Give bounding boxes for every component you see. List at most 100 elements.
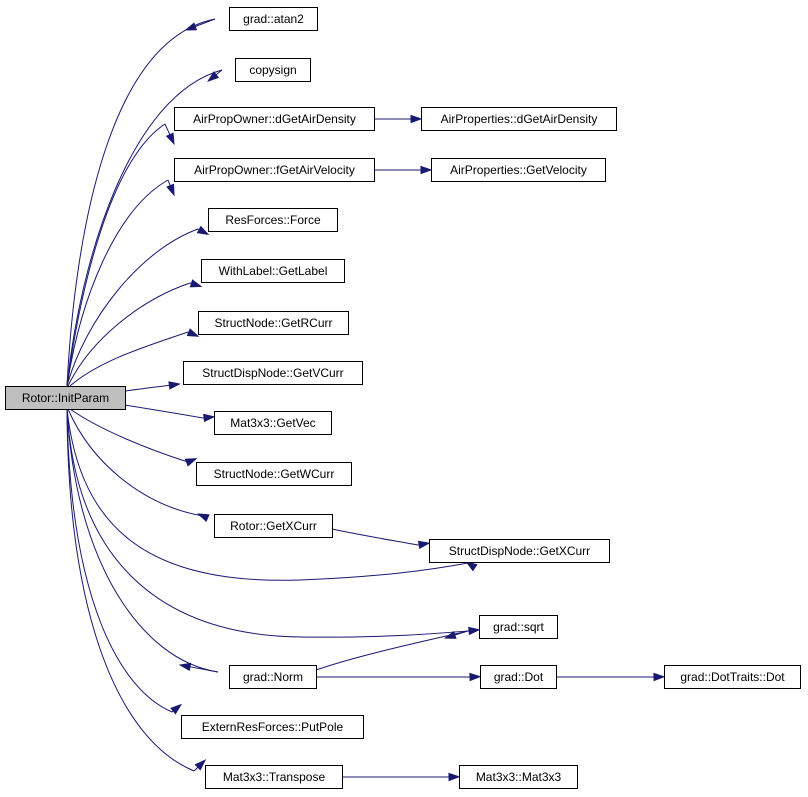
node-label: StructNode::GetWCurr: [214, 467, 335, 481]
edges-layer: [66, 18, 666, 782]
node-label: AirProperties::dGetAirDensity: [441, 112, 598, 126]
node-box: [229, 7, 318, 31]
arrowhead-icon: [468, 626, 481, 636]
node-box: [196, 462, 352, 486]
edge-line: [69, 331, 189, 387]
node-label: AirPropOwner::fGetAirVelocity: [194, 163, 355, 177]
node-dottraits-dot[interactable]: grad::DotTraits::Dot: [664, 665, 801, 689]
edge-root-to-transpose: [66, 408, 207, 772]
arrowhead-icon: [186, 328, 200, 337]
node-mat3x3[interactable]: Mat3x3::Mat3x3: [459, 765, 578, 789]
node-box: [205, 765, 343, 789]
arrowhead-icon: [184, 22, 198, 31]
node-label: WithLabel::GetLabel: [219, 264, 328, 278]
edge-root-to-force: [66, 225, 210, 387]
arrowhead-icon: [443, 630, 457, 639]
arrowhead-icon: [417, 540, 431, 550]
edge-root-to-fGetAirVelocity: [66, 179, 175, 387]
node-box: [480, 665, 557, 689]
edge-connector: [167, 179, 171, 186]
node-box: [201, 259, 345, 283]
node-box: [421, 107, 617, 131]
edge-line: [124, 404, 204, 419]
node-label: Mat3x3::Mat3x3: [476, 770, 562, 784]
arrowhead-icon: [410, 114, 423, 124]
node-copysign[interactable]: copysign: [235, 58, 311, 82]
node-getwcurr[interactable]: StructNode::GetWCurr: [196, 462, 352, 486]
arrowhead-icon: [166, 183, 175, 197]
arrowhead-icon: [168, 381, 181, 390]
edge-connector: [454, 630, 469, 636]
node-root: Rotor::InitParam: [5, 386, 126, 410]
node-label: Rotor::InitParam: [22, 391, 109, 405]
node-label: grad::atan2: [243, 12, 304, 26]
node-fGetAirVelocity[interactable]: AirPropOwner::fGetAirVelocity: [174, 158, 375, 182]
node-label: copysign: [249, 63, 296, 77]
node-box: [174, 158, 375, 182]
node-ap-dGetAirDensity[interactable]: AirProperties::dGetAirDensity: [421, 107, 617, 131]
node-atan2[interactable]: grad::atan2: [229, 7, 318, 31]
node-label: grad::Norm: [243, 670, 303, 684]
edge-connector: [194, 18, 216, 27]
arrowhead-icon: [165, 132, 175, 146]
edge-line: [66, 408, 469, 638]
node-box: [479, 615, 558, 639]
node-label: Rotor::GetXCurr: [230, 519, 317, 533]
edge-line: [67, 408, 204, 517]
node-box: [214, 411, 332, 435]
edge-line: [66, 18, 216, 387]
node-ap-GetVelocity[interactable]: AirProperties::GetVelocity: [431, 158, 606, 182]
node-box: [229, 665, 317, 689]
node-dGetAirDensity[interactable]: AirPropOwner::dGetAirDensity: [174, 107, 375, 131]
arrowhead-icon: [189, 279, 203, 288]
edge-line: [66, 408, 469, 581]
node-getvcurr[interactable]: StructDispNode::GetVCurr: [183, 361, 363, 385]
edge-line: [69, 408, 189, 463]
edge-norm-to-sqrt: [315, 630, 469, 671]
node-label: StructNode::GetRCurr: [214, 316, 332, 330]
edge-line: [66, 408, 173, 713]
edge-root-to-getwcurr: [69, 408, 198, 467]
node-label: Mat3x3::GetVec: [230, 416, 315, 430]
edge-root-to-sdn_getxcurr: [66, 408, 478, 581]
node-box: [431, 158, 606, 182]
node-label: StructDispNode::GetXCurr: [449, 544, 590, 558]
node-label: ExternResForces::PutPole: [202, 720, 344, 734]
node-norm[interactable]: grad::Norm: [229, 665, 317, 689]
node-label: grad::sqrt: [493, 620, 544, 634]
node-rotor-getxcurr[interactable]: Rotor::GetXCurr: [214, 514, 333, 538]
edge-line: [66, 408, 219, 673]
edge-connector: [164, 123, 171, 135]
node-label: AirPropOwner::dGetAirDensity: [193, 112, 356, 126]
arrowhead-icon: [184, 458, 198, 467]
node-sqrt[interactable]: grad::sqrt: [479, 615, 558, 639]
edge-line: [66, 69, 223, 387]
node-getlabel[interactable]: WithLabel::GetLabel: [201, 259, 345, 283]
node-box: [5, 386, 126, 410]
edge-line: [66, 123, 166, 387]
nodes-layer: Rotor::InitParam grad::atan2copysignAirPr…: [5, 7, 801, 789]
edge-root-to-getrcurr: [69, 328, 200, 387]
edge-line: [66, 179, 169, 387]
arrowhead-icon: [653, 672, 666, 682]
edge-line: [124, 384, 173, 392]
node-label: Mat3x3::Transpose: [223, 770, 326, 784]
edge-root-to-getvec: [124, 404, 216, 423]
node-dot[interactable]: grad::Dot: [480, 665, 557, 689]
node-transpose[interactable]: Mat3x3::Transpose: [205, 765, 343, 789]
node-sdn-getxcurr[interactable]: StructDispNode::GetXCurr: [429, 539, 610, 563]
node-label: AirProperties::GetVelocity: [450, 163, 587, 177]
arrowhead-icon: [469, 672, 482, 682]
node-getvec[interactable]: Mat3x3::GetVec: [214, 411, 332, 435]
node-label: ResForces::Force: [225, 213, 321, 227]
node-box: [235, 58, 311, 82]
node-putpole[interactable]: ExternResForces::PutPole: [181, 715, 364, 739]
arrowhead-icon: [197, 513, 210, 523]
edge-transpose-to-mat3x3: [342, 772, 461, 782]
node-force[interactable]: ResForces::Force: [208, 208, 338, 232]
node-getrcurr[interactable]: StructNode::GetRCurr: [198, 311, 349, 335]
node-box: [208, 208, 338, 232]
edge-rotor_getxcurr-to-sdn_getxcurr: [331, 528, 431, 550]
edge-line: [331, 528, 419, 546]
